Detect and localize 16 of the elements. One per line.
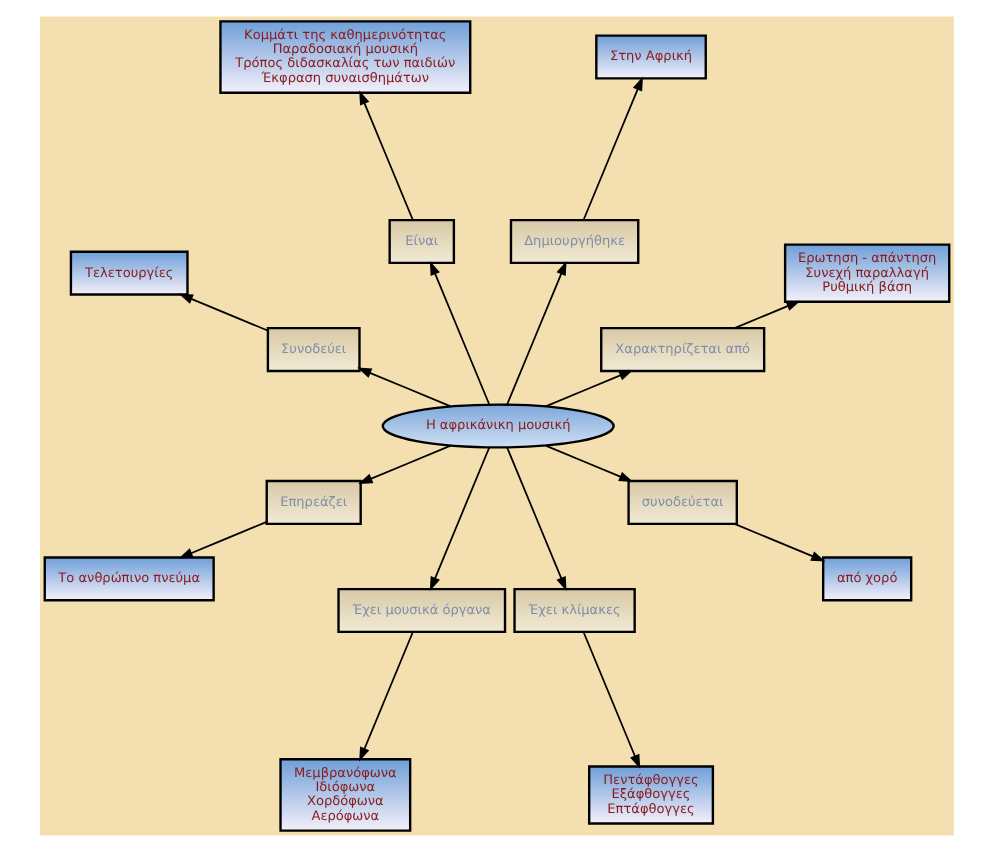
arrow bbox=[429, 260, 491, 406]
arrow bbox=[506, 260, 567, 406]
arrow bbox=[358, 444, 452, 484]
arrow bbox=[429, 446, 491, 592]
arrow bbox=[582, 76, 643, 221]
arrow bbox=[178, 521, 268, 559]
arrow bbox=[359, 631, 414, 762]
arrow bbox=[357, 367, 452, 408]
arrow bbox=[544, 444, 634, 482]
arrow bbox=[178, 293, 269, 332]
arrow bbox=[359, 90, 414, 221]
arrow bbox=[733, 300, 801, 329]
arrow bbox=[544, 370, 634, 408]
arrow bbox=[582, 631, 641, 769]
arrow bbox=[506, 446, 567, 592]
arrow bbox=[733, 523, 826, 562]
